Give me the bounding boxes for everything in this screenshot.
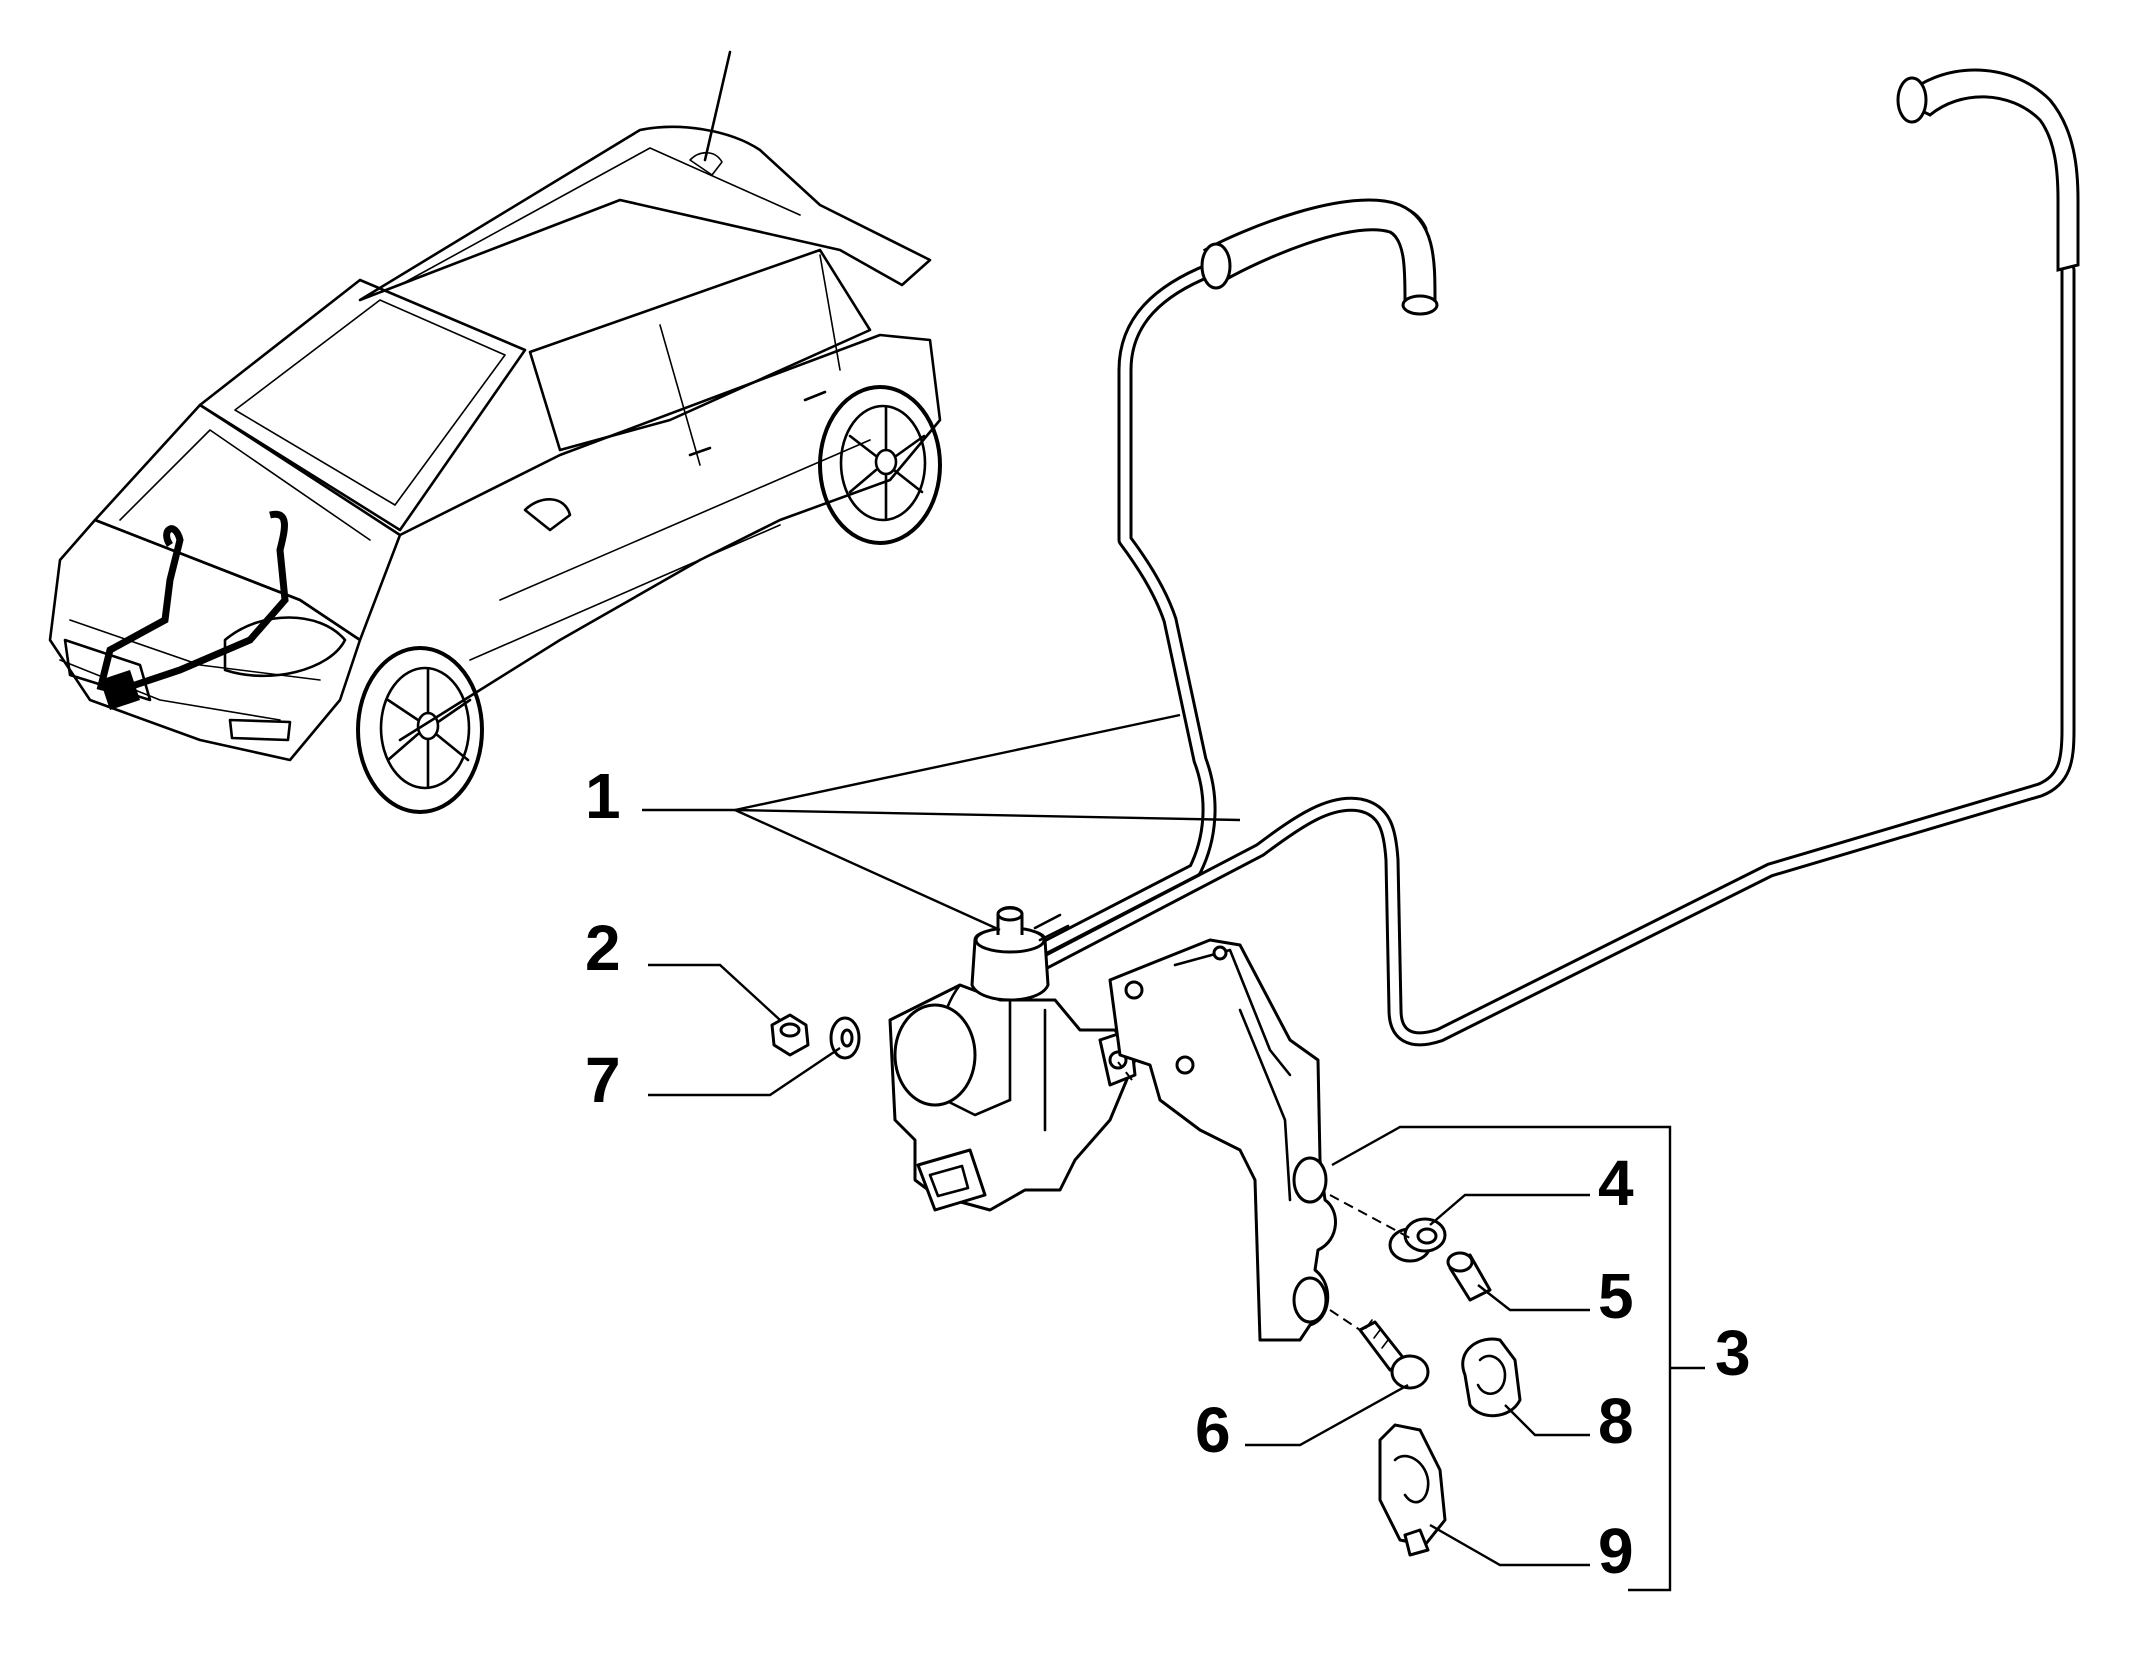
bolt-part-6: [1358, 1319, 1430, 1390]
callout-7: 7: [585, 1044, 621, 1116]
clip-part-9: [1378, 1423, 1447, 1557]
spacer-part-5: [1446, 1251, 1492, 1302]
callout-2: 2: [585, 912, 621, 984]
callout-4: 4: [1598, 1147, 1634, 1219]
front-wheel: [356, 646, 484, 814]
callout-labels: 1 2 7 4 5 3 6 8 9: [585, 760, 1751, 1587]
rear-wheel: [818, 385, 942, 545]
callout-9: 9: [1598, 1515, 1634, 1587]
vacuum-hoses: [1032, 68, 2080, 1047]
alignment-lines: [1117, 1061, 1411, 1331]
nut-part-2: [770, 1013, 810, 1057]
clip-part-8: [1461, 1337, 1522, 1418]
callout-3: 3: [1715, 1317, 1751, 1389]
callout-6: 6: [1195, 1394, 1231, 1466]
callout-1: 1: [585, 760, 621, 832]
mounting-bracket: [1108, 938, 1337, 1342]
callout-5: 5: [1598, 1260, 1634, 1332]
solenoid-valve: [888, 906, 1137, 1212]
car-illustration: [48, 50, 942, 814]
leader-lines: [642, 713, 1705, 1592]
callout-8: 8: [1598, 1385, 1634, 1457]
grommet-part-4: [1388, 1217, 1447, 1263]
